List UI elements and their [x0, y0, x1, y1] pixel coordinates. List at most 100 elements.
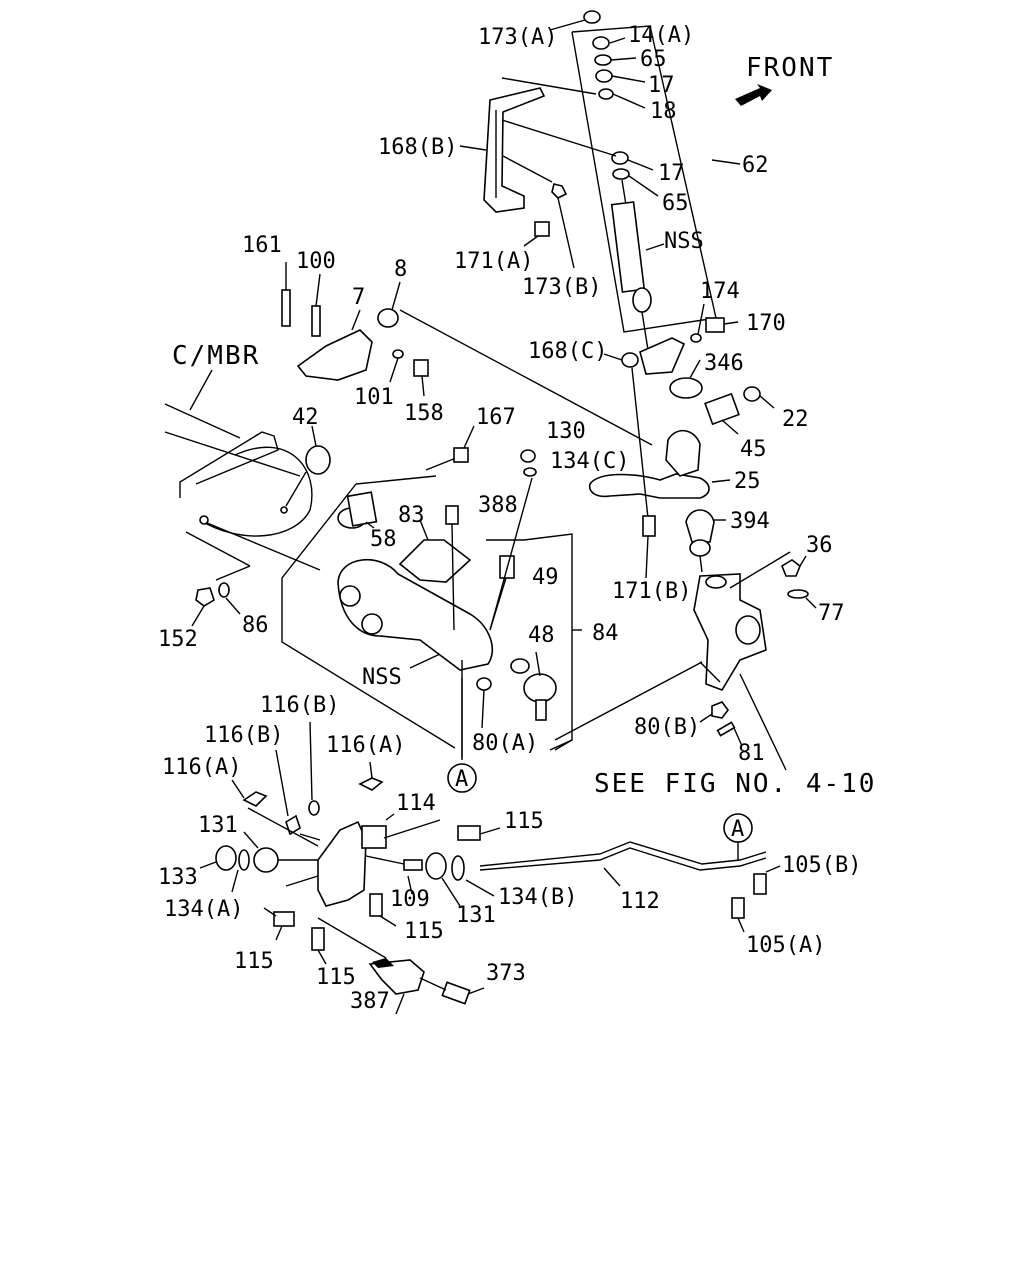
part-130-nut	[520, 449, 536, 463]
connector-a-upper	[447, 763, 477, 793]
frame-crossmember	[164, 369, 321, 571]
part-131-mid-bushing	[425, 852, 447, 880]
label-84: 84	[592, 621, 619, 646]
part-65-lower-washer	[612, 168, 630, 180]
part-105b-nut	[753, 873, 767, 895]
bracket-168b	[459, 77, 617, 269]
label-80b: 80(B)	[634, 715, 700, 740]
part-115-bot-bolt	[311, 927, 325, 951]
label-115-left: 115	[234, 949, 274, 974]
label-134b: 134(B)	[498, 885, 577, 910]
part-8-bushing	[377, 308, 399, 328]
part-115-left-bolt	[273, 911, 295, 927]
label-131-mid: 131	[456, 903, 496, 928]
part-167-bolt	[453, 447, 469, 463]
label-174: 174	[700, 279, 740, 304]
part-86-washer	[218, 582, 230, 598]
label-65b: 65	[662, 191, 689, 216]
steering-knuckle	[554, 551, 791, 771]
connector-a-upper-label: A	[455, 767, 468, 792]
upper-arm-group	[588, 303, 775, 579]
label-116b-top: 116(B)	[260, 693, 339, 718]
part-7-bracket	[296, 329, 373, 381]
part-17-lower-bushing	[611, 151, 629, 165]
part-shock-absorber	[610, 201, 646, 293]
label-22: 22	[782, 407, 809, 432]
label-170: 170	[746, 311, 786, 336]
part-134c-washer	[523, 467, 537, 477]
label-48: 48	[528, 623, 555, 648]
part-25-upper-arm	[588, 473, 710, 499]
label-152: 152	[158, 627, 198, 652]
shock-lower-eye	[632, 287, 652, 313]
label-168c: 168(C)	[528, 339, 607, 364]
label-134a: 134(A)	[164, 897, 243, 922]
part-116a-left-clip	[242, 791, 268, 807]
label-158: 158	[404, 401, 444, 426]
label-83: 83	[398, 503, 425, 528]
label-115-bot: 115	[316, 965, 356, 990]
part-115-tr-bolt	[457, 825, 481, 841]
part-346-bushing	[669, 377, 703, 399]
label-45: 45	[740, 437, 767, 462]
label-105a: 105(A)	[746, 933, 825, 958]
part-lower-arm	[337, 559, 494, 671]
label-7: 7	[352, 285, 365, 310]
label-42: 42	[292, 405, 319, 430]
part-109-sleeve	[403, 859, 423, 871]
part-77-cotter-pin	[787, 589, 809, 599]
label-86: 86	[242, 613, 269, 638]
part-394-ball-joint	[685, 509, 726, 573]
label-130: 130	[546, 419, 586, 444]
part-81-cotter-pin	[716, 721, 736, 737]
part-knuckle	[693, 573, 767, 691]
part-18-retainer	[598, 88, 614, 100]
part-105a-bolt	[731, 897, 745, 919]
part-173b-nut	[551, 183, 568, 199]
part-42-bumper	[305, 445, 331, 475]
part-388-bolt	[445, 505, 459, 525]
part-101-washer	[392, 349, 404, 359]
part-168c-bracket	[639, 337, 686, 375]
part-116a-right-clip	[358, 777, 384, 791]
part-114-idler-bracket	[317, 820, 367, 907]
label-77: 77	[818, 601, 845, 626]
label-115-tr: 115	[504, 809, 544, 834]
label-17a: 17	[648, 73, 675, 98]
part-373-bolt	[441, 981, 471, 1005]
label-80a: 80(A)	[472, 731, 538, 756]
label-109: 109	[390, 887, 430, 912]
part-170-bolt	[705, 317, 725, 333]
part-114-arm	[361, 825, 387, 849]
steering-link-group: A	[199, 721, 781, 1015]
part-171b-bolt	[642, 515, 656, 537]
label-173b: 173(B)	[522, 275, 601, 300]
part-152-nut	[195, 587, 215, 607]
label-134c: 134(C)	[550, 449, 629, 474]
part-65-washer	[594, 54, 612, 66]
label-116a-left: 116(A)	[162, 755, 241, 780]
label-115-mid: 115	[404, 919, 444, 944]
label-49: 49	[532, 565, 559, 590]
label-65a: 65	[640, 47, 667, 72]
label-101: 101	[354, 385, 394, 410]
label-168b: 168(B)	[378, 135, 457, 160]
part-174-washer	[690, 333, 702, 343]
label-116a-right: 116(A)	[326, 733, 405, 758]
part-387-bracket	[368, 959, 425, 995]
part-133-nut	[215, 845, 237, 871]
label-36: 36	[806, 533, 833, 558]
part-100	[311, 305, 321, 337]
part-173a-nut	[583, 10, 601, 24]
front-label: FRONT	[746, 53, 834, 83]
part-134b-washer	[451, 855, 465, 881]
label-18: 18	[650, 99, 677, 124]
part-83-cover	[398, 539, 472, 583]
label-114: 114	[396, 791, 436, 816]
lower-arm-group	[281, 425, 582, 758]
label-171b: 171(B)	[612, 579, 691, 604]
connector-a-lower	[723, 813, 753, 843]
part-17-bushing	[595, 69, 613, 83]
part-45-bolt	[704, 392, 740, 426]
